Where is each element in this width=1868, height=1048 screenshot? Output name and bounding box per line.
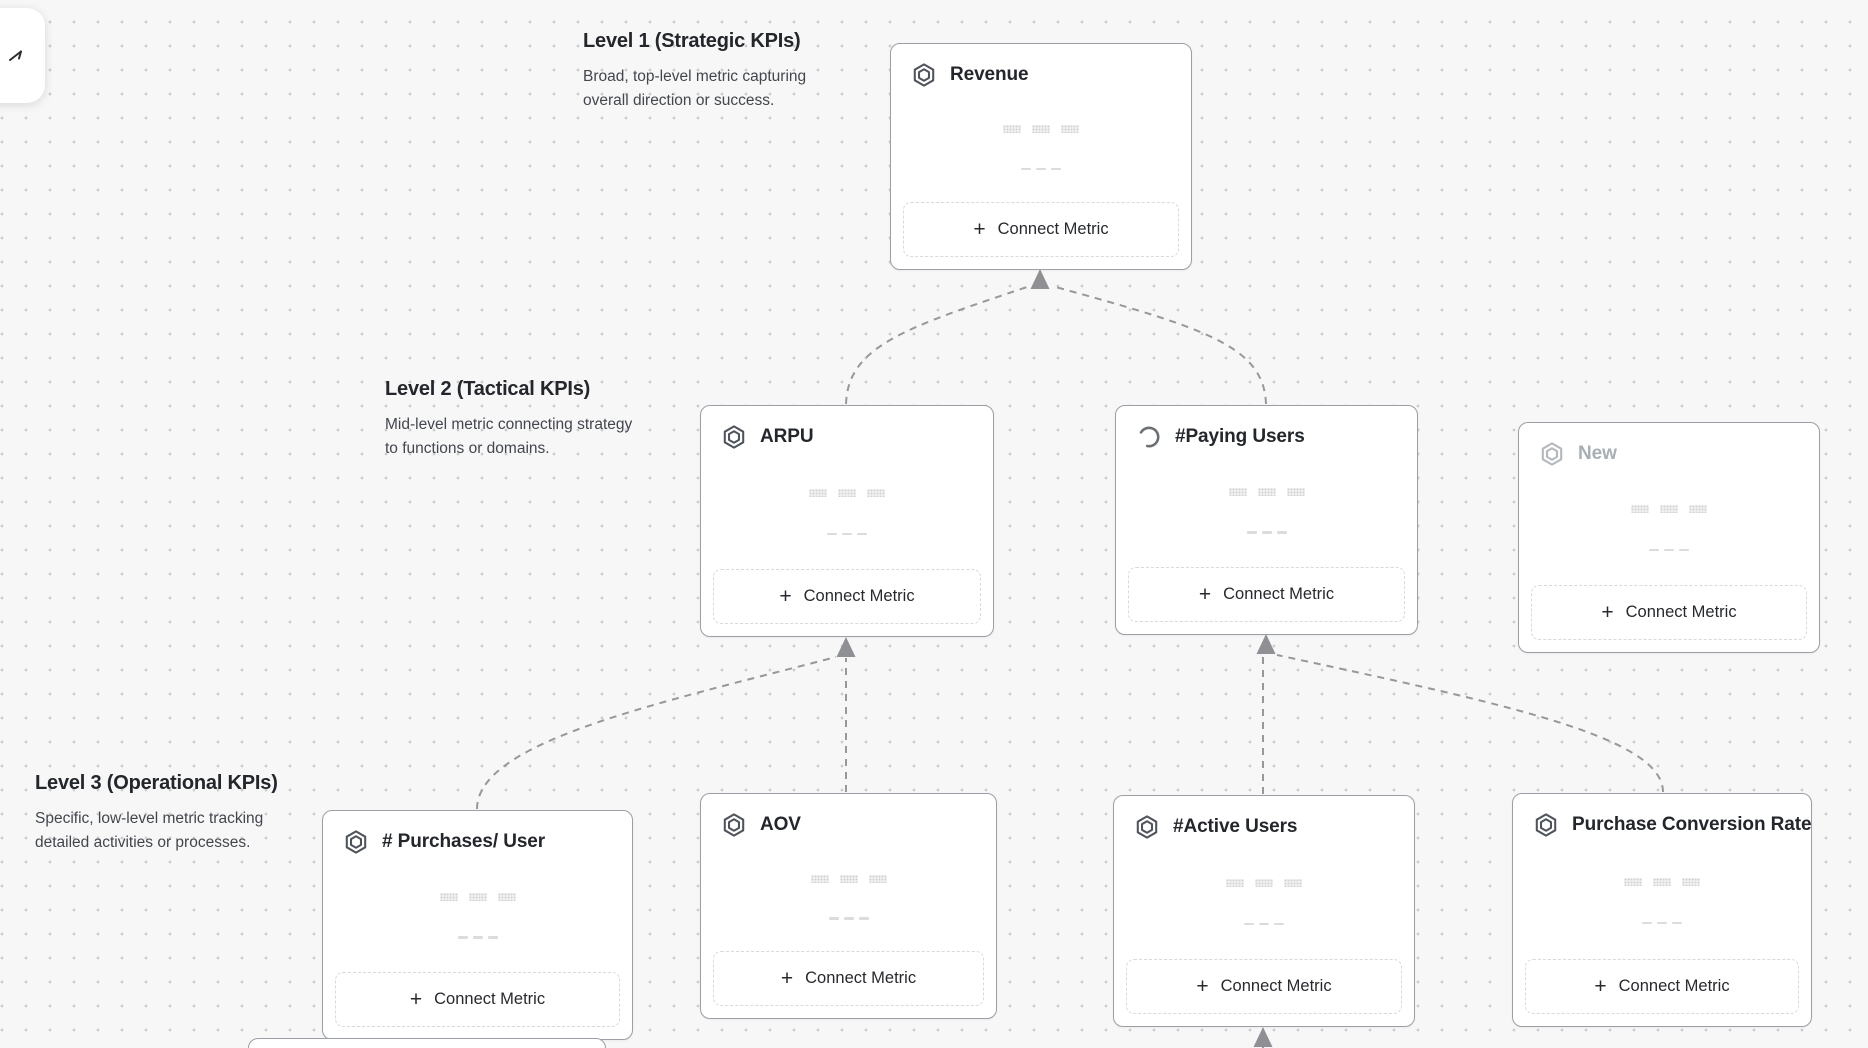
metric-hexagon-icon [721,812,747,838]
level-1-label: Level 1 (Strategic KPIs) Broad, top-leve… [583,30,845,113]
arrowhead-into-active [1253,1027,1273,1047]
level-1-description: Broad, top-level metric capturing overal… [583,68,807,110]
plus-icon: + [973,218,986,241]
connect-metric-label: Connect Metric [1618,977,1730,995]
connect-metric-button[interactable]: + Connect Metric [1126,959,1402,1014]
chart-skeleton-bars [701,874,996,883]
chart-skeleton-bars [323,893,632,902]
select-tool-button[interactable] [0,8,45,103]
edge-purchases-arpu [476,656,837,810]
connect-metric-label: Connect Metric [434,990,546,1008]
card-title: ARPU [760,426,814,447]
plus-icon: + [780,967,794,990]
card-title: # Purchases/ User [382,831,546,852]
chart-skeleton-bars [1114,878,1414,887]
connect-metric-button[interactable]: + Connect Metric [1531,585,1807,640]
level-2-description: Mid-level metric connecting strategy to … [385,416,633,458]
metric-hexagon-icon [911,62,937,88]
metric-card-purchase-conversion-rate[interactable]: Purchase Conversion Rate + Connect Metri… [1512,793,1812,1027]
connect-metric-label: Connect Metric [1223,585,1335,603]
metric-hexagon-icon [721,424,747,450]
metric-card-arpu[interactable]: ARPU + Connect Metric [700,405,994,637]
chart-skeleton-bars [1513,877,1811,886]
plus-icon: + [1594,975,1607,998]
metric-card-revenue[interactable]: Revenue + Connect Metric [890,43,1192,270]
edge-paying-revenue [1051,285,1267,405]
connect-metric-label: Connect Metric [805,969,917,987]
edge-pcr-paying [1276,654,1664,793]
connect-metric-label: Connect Metric [1220,977,1332,995]
connect-metric-button[interactable]: + Connect Metric [1128,567,1405,622]
level-3-title: Level 3 (Operational KPIs) [35,772,278,794]
card-header: #Active Users [1114,796,1414,840]
card-title: Purchase Conversion Rate [1572,814,1812,835]
level-1-title: Level 1 (Strategic KPIs) [583,30,801,52]
metric-card-paying-users[interactable]: #Paying Users + Connect Metric [1115,405,1418,635]
card-header: AOV [701,794,996,838]
chart-skeleton-bars [1519,505,1819,514]
card-title: #Active Users [1173,816,1298,837]
metric-card-partial-offscreen[interactable] [248,1038,606,1048]
plus-icon: + [1601,601,1614,624]
card-header: #Paying Users [1116,406,1417,450]
connect-metric-button[interactable]: + Connect Metric [713,569,981,624]
plus-icon: + [409,988,423,1011]
connect-metric-button[interactable]: + Connect Metric [335,972,620,1027]
connect-metric-label: Connect Metric [803,587,915,605]
card-header: ARPU [701,406,993,450]
chart-skeleton-dashes [323,936,632,939]
arrowhead-into-arpu [836,637,856,657]
metric-hexagon-icon [1533,812,1559,838]
chart-skeleton-dashes [1513,921,1811,925]
level-3-description: Specific, low-level metric tracking deta… [35,810,264,852]
chart-skeleton-bars [891,125,1191,133]
chart-skeleton-dashes [1116,531,1417,534]
level-2-title: Level 2 (Tactical KPIs) [385,378,591,400]
card-header: New [1519,423,1819,467]
plus-icon: + [779,585,792,608]
level-2-label: Level 2 (Tactical KPIs) Mid-level metric… [385,378,637,461]
chart-skeleton-dashes [701,532,993,535]
cursor-icon [9,49,23,63]
card-title: #Paying Users [1175,426,1305,447]
connect-metric-label: Connect Metric [997,220,1109,238]
connect-metric-label: Connect Metric [1625,603,1737,621]
metric-hexagon-icon [1134,814,1160,840]
chart-skeleton-dashes [1519,548,1819,552]
chart-skeleton-dashes [701,917,996,920]
metric-card-aov[interactable]: AOV + Connect Metric [700,793,997,1019]
metric-card-active-users[interactable]: #Active Users + Connect Metric [1113,795,1415,1027]
card-header: Revenue [891,44,1191,88]
plus-icon: + [1196,975,1209,998]
edge-arpu-revenue [845,285,1031,405]
card-title: Revenue [950,64,1029,85]
metric-hexagon-icon [343,829,369,855]
loading-spinner-icon [1136,424,1162,450]
metric-card-purchases-per-user[interactable]: # Purchases/ User + Connect Metric [322,810,633,1040]
card-title: New [1578,443,1617,464]
connect-metric-button[interactable]: + Connect Metric [903,202,1179,257]
metric-card-new[interactable]: New + Connect Metric [1518,422,1820,653]
card-header: # Purchases/ User [323,811,632,855]
metric-hexagon-icon [1539,441,1565,467]
arrowhead-into-revenue [1030,269,1050,289]
connect-metric-button[interactable]: + Connect Metric [713,951,984,1006]
chart-skeleton-dashes [1114,922,1414,925]
level-3-label: Level 3 (Operational KPIs) Specific, low… [35,772,305,855]
card-title: AOV [760,814,801,835]
plus-icon: + [1198,583,1212,606]
chart-skeleton-bars [701,488,993,497]
card-header: Purchase Conversion Rate [1513,794,1812,838]
chart-skeleton-bars [1116,488,1417,497]
connect-metric-button[interactable]: + Connect Metric [1525,959,1799,1014]
chart-skeleton-dashes [891,167,1191,171]
arrowhead-into-paying [1256,634,1276,654]
